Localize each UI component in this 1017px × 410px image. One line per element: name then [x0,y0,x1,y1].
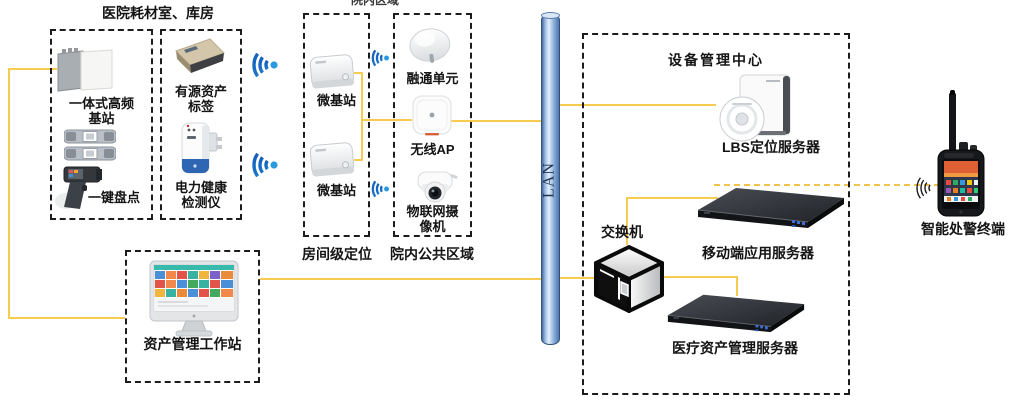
wireless-ap-icon [412,95,452,136]
rack-server-icon [667,294,805,333]
asset-server-label: 医疗资产管理服务器 [672,340,798,356]
wireless-link-icon [916,173,934,203]
micro-base-station-label: 微基站 [316,93,356,108]
connection-line [8,68,57,70]
rfid-tag-icon [64,146,116,161]
connection-line [260,278,541,280]
switch-label: 交换机 [601,224,643,240]
lan-bus-top [541,12,560,19]
room-level-caption: 房间级定位 [302,246,372,262]
warehouse-title: 医院耗材室、库房 [102,5,214,21]
integration-unit-icon [409,28,451,63]
rfid-tag-icon [64,129,116,144]
connection-line [361,119,412,121]
connection-line [736,276,738,296]
handheld-reader-icon [55,166,102,209]
connection-line [450,120,541,122]
wifi-icon [252,49,278,81]
device-center-title: 设备管理中心 [668,52,764,68]
workstation-label: 资产管理工作站 [143,336,242,352]
wifi-icon [371,177,389,201]
wireless-dashed-link [714,184,940,186]
alarm-terminal-label: 智能处警终端 [921,221,1005,237]
hf-base-station-icon [57,48,113,92]
mobile-server-label: 移动端应用服务器 [702,245,814,261]
public-area-caption: 院内公共区域 [390,246,474,262]
workstation-group-box [125,250,260,383]
one-key-inventory-label: 一键盘点 [88,190,141,205]
alarm-terminal-icon [937,90,985,217]
power-detector-icon [181,122,222,174]
connection-line [560,277,594,279]
connection-line [560,104,716,106]
iot-camera-label: 物联网摄 像机 [406,204,459,234]
switch-icon [594,245,664,313]
lbs-server-icon [719,74,791,142]
workstation-icon [149,260,239,337]
connection-line [626,197,718,199]
active-tag-icon [175,38,225,73]
connection-line [626,197,628,245]
connection-line [654,276,738,278]
connection-line [354,159,363,161]
connection-line [8,68,10,319]
rack-server-icon [697,188,844,228]
micro-base-station-icon [309,142,355,177]
active-tag-label: 有源资产 标签 [174,84,227,114]
device-center-group-box [582,33,850,395]
connection-line [354,72,363,74]
iot-camera-icon [417,171,458,203]
wireless-ap-label: 无线AP [410,142,455,157]
wifi-icon [371,46,389,70]
hf-base-station-label: 一体式高频 基站 [68,96,134,126]
connection-line [8,317,125,319]
lbs-server-label: LBS定位服务器 [722,139,820,155]
micro-basestation-group-box [303,13,370,237]
hf-station-group-box [50,29,153,220]
micro-base-station-icon [309,54,355,89]
area-top-label: 院内区域 [351,0,400,7]
tag-detector-group-box [160,29,242,220]
power-detector-label: 电力健康 检测仪 [174,180,227,210]
public-area-group-box [393,13,472,237]
lan-label: LAN [540,162,558,198]
connection-line [361,72,363,161]
micro-base-station-label: 微基站 [316,183,356,198]
wifi-icon [252,149,278,181]
integration-unit-label: 融通单元 [406,71,459,86]
